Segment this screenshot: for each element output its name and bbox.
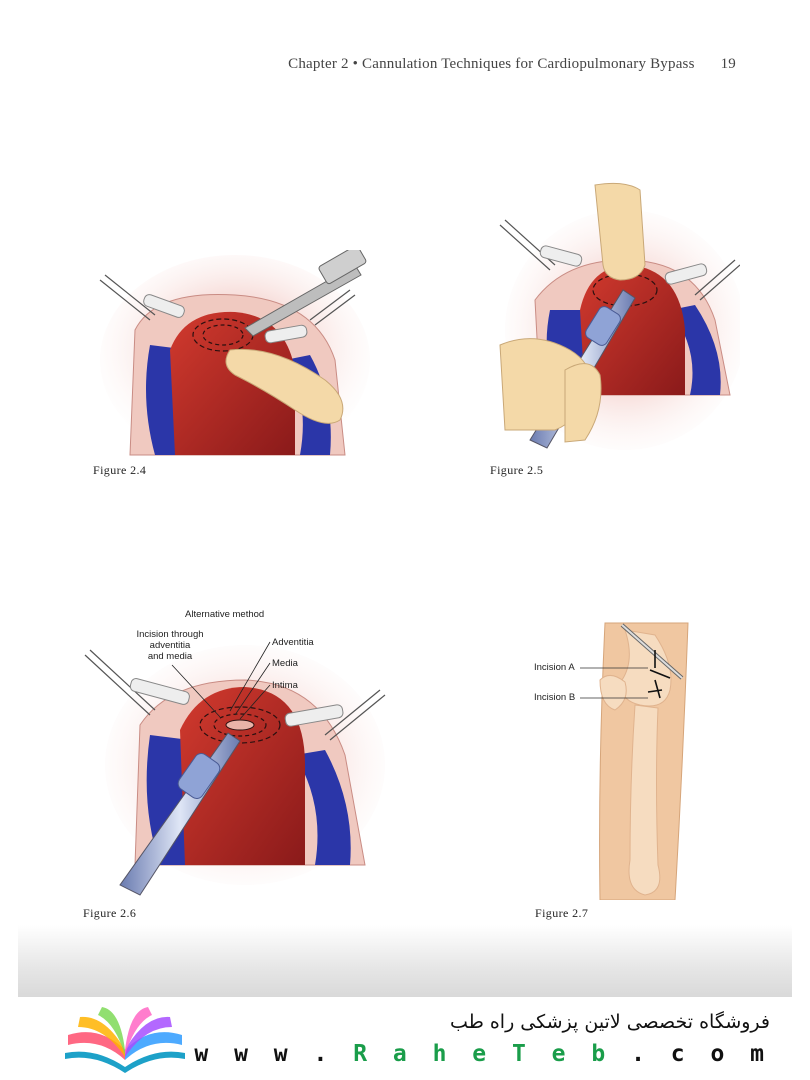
incision-label: Incision through adventitia and media [130,629,210,662]
adventitia-label: Adventitia [272,637,314,648]
store-name-persian: فروشگاه تخصصی لاتین پزشکی راه طب [450,1011,770,1033]
url-brand: R a h e T e b [353,1041,612,1067]
page-number: 19 [720,56,736,72]
figure-2-6-illustration [84,641,386,896]
figure-caption: Figure 2.4 [93,463,147,477]
figure-2-5: Figure 2.5 [490,180,740,477]
intima-label: Intima [272,680,298,691]
rahetab-banner: فروشگاه تخصصی لاتین پزشکی راه طب w w w .… [0,997,810,1080]
chapter-title: Chapter 2 • Cannulation Techniques for C… [288,56,695,72]
incision-a-label: Incision A [534,662,575,673]
figure-2-4: Figure 2.4 [93,250,375,477]
open-book-icon [60,1005,190,1080]
figure-2-5-illustration [499,182,740,450]
figure-caption: Figure 2.5 [490,463,544,477]
figure-caption: Figure 2.7 [535,906,589,920]
incision-b-label: Incision B [534,692,576,703]
figure-2-6: Alternative method Incision through adve… [80,605,390,925]
url-prefix: w w w . [194,1041,354,1067]
footer-shade [18,925,792,997]
figure-caption: Figure 2.6 [83,906,137,920]
incision-label-line: Incision through [136,629,204,640]
media-label: Media [272,658,298,669]
figure-2-7: Incision A Incision B Figure 2.7 [530,620,700,920]
incision-label-line: adventitia [149,640,191,651]
figure-2-7-illustration [580,622,689,900]
website-url: w w w . R a h e T e b . c o m [194,1041,770,1067]
incision-label-line: and media [147,651,193,662]
alternative-method-label: Alternative method [185,609,265,620]
figure-2-4-illustration [99,250,370,460]
running-head: Chapter 2 • Cannulation Techniques for C… [288,56,736,73]
url-suffix: . c o m [611,1041,770,1067]
